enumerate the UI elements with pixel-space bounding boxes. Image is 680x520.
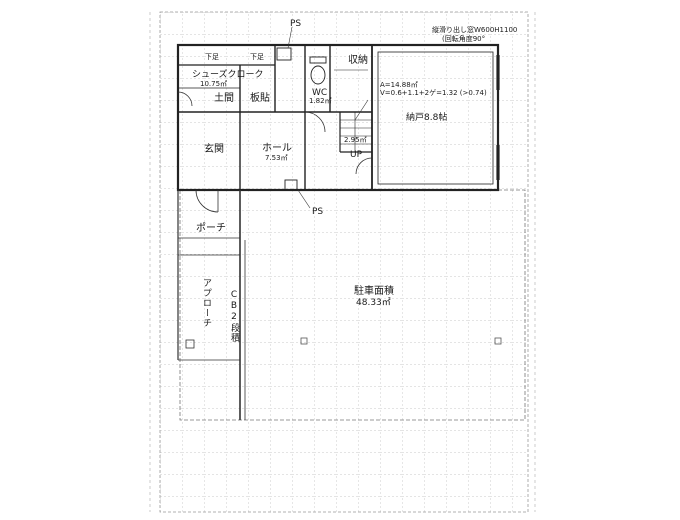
storage-label: 収納 — [348, 55, 368, 66]
wc-label: WC — [312, 88, 328, 98]
site-boundary — [159, 11, 529, 513]
shoes-cloak-area: 10.75㎡ — [200, 80, 228, 88]
ps-top-label: PS — [290, 19, 302, 29]
ps-bottom-label: PS — [312, 207, 324, 217]
stair-area: 2.95㎡ — [344, 136, 367, 144]
parking-area: 48.33㎡ — [356, 298, 391, 308]
genkan-label: 玄関 — [204, 144, 224, 155]
calc-ratio: V=0.6+1.1+2ゲ=1.32 (>0.74) — [380, 89, 487, 97]
porch-label: ポーチ — [196, 223, 226, 234]
approach-walls — [177, 190, 246, 420]
door-swings — [177, 91, 373, 213]
itabari-label: 板貼 — [250, 93, 270, 104]
shimoashi-label-2: 下足 — [250, 53, 264, 61]
parking-posts — [300, 337, 502, 345]
approach-label: アプローチ — [201, 278, 211, 328]
rotation-note: (回転角度90° — [442, 35, 486, 43]
parking-boundary — [179, 189, 526, 421]
parking-label: 駐車面積 — [354, 286, 394, 297]
calc-area: A=14.88㎡ — [380, 81, 418, 89]
cb-label: CB2段積 — [229, 290, 239, 343]
building-walls — [176, 43, 500, 192]
closet-label: 納戸8.8帖 — [406, 113, 448, 123]
up-label: UP — [350, 150, 363, 160]
doma-label: 土間 — [214, 93, 234, 104]
hall-label: ホール — [262, 143, 292, 154]
wc-area: 1.82㎡ — [309, 97, 332, 105]
shoes-cloak-label: シューズクローク — [192, 70, 264, 80]
window-note: 縦滑り出し窓W600H1100 — [432, 26, 518, 34]
hall-area: 7.53㎡ — [265, 154, 288, 162]
shimoashi-label-1: 下足 — [205, 53, 219, 61]
